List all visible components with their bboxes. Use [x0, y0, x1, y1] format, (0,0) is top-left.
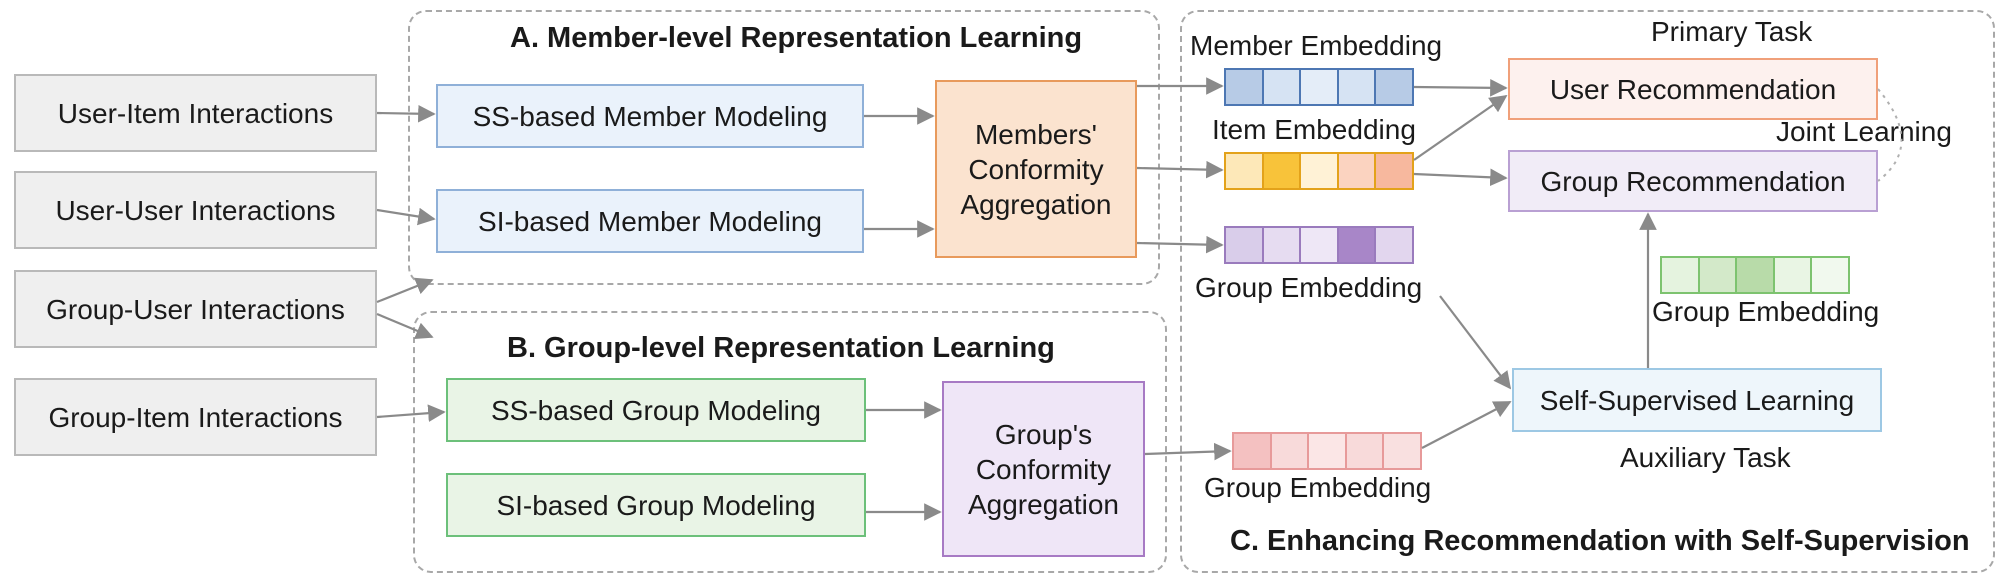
embedding-cell [1271, 434, 1310, 468]
embedding-cell [1226, 70, 1264, 104]
arrow-member-embedding-to-user-rec [1413, 79, 1508, 97]
embedding-cell [1699, 258, 1738, 292]
user-user-interactions-box: User-User Interactions [14, 171, 377, 249]
embedding-cell [1226, 228, 1264, 262]
section-a-title: A. Member-level Representation Learning [510, 22, 1083, 54]
arrow-group-user-to-section-b [376, 312, 434, 340]
embedding-cell [1263, 154, 1302, 188]
embedding-cell [1812, 258, 1848, 292]
arrow-group-user-to-section-a [376, 277, 434, 304]
arrow-aggregation-to-item-embedding [1136, 160, 1224, 179]
embedding-cell [1226, 154, 1264, 188]
group-embedding-ssl-vector [1660, 256, 1850, 294]
embedding-cell [1338, 154, 1377, 188]
group-conformity-aggregation-box: Group's Conformity Aggregation [942, 381, 1145, 557]
embedding-cell [1301, 70, 1339, 104]
auxiliary-task-label: Auxiliary Task [1620, 442, 1791, 473]
embedding-cell [1376, 154, 1412, 188]
ss-group-modeling-box: SS-based Group Modeling [446, 378, 866, 442]
embedding-cell [1301, 154, 1339, 188]
group-embedding-top-label: Group Embedding [1195, 272, 1423, 303]
embedding-cell [1309, 434, 1347, 468]
ss-member-modeling-box: SS-based Member Modeling [436, 84, 864, 148]
embedding-cell [1774, 258, 1813, 292]
group-recommendation-box: Group Recommendation [1508, 150, 1878, 212]
arrow-item-embedding-to-group-rec [1413, 168, 1508, 187]
group-embedding-ssl-label: Group Embedding [1652, 296, 1880, 327]
member-embedding-label: Member Embedding [1190, 30, 1443, 61]
group-item-interactions-box: Group-Item Interactions [14, 378, 377, 456]
group-embedding-bottom-vector [1232, 432, 1422, 470]
si-group-modeling-box: SI-based Group Modeling [446, 473, 866, 537]
embedding-cell [1384, 434, 1420, 468]
arrow-user-item-to-ss-member [376, 104, 436, 123]
embedding-cell [1346, 434, 1385, 468]
embedding-cell [1263, 70, 1302, 104]
section-b-title: B. Group-level Representation Learning [507, 332, 1055, 364]
user-item-interactions-box: User-Item Interactions [14, 74, 377, 152]
members-conformity-aggregation-box: Members' Conformity Aggregation [935, 80, 1137, 258]
embedding-cell [1737, 258, 1775, 292]
arrow-aggregation-to-group-embedding-top [1136, 235, 1224, 254]
group-embedding-top-vector [1224, 226, 1414, 264]
si-member-modeling-box: SI-based Member Modeling [436, 189, 864, 253]
arrow-item-embedding-to-user-rec [1413, 94, 1508, 161]
group-embedding-bottom-label: Group Embedding [1204, 472, 1432, 503]
section-c-title: C. Enhancing Recommendation with Self-Su… [1230, 525, 1970, 557]
arrow-group-embedding-top-to-ssl [1439, 295, 1512, 390]
arrow-group-item-to-ss-group [376, 404, 446, 422]
joint-learning-connector [1877, 88, 1903, 182]
embedding-cell [1234, 434, 1272, 468]
embedding-cell [1263, 228, 1302, 262]
embedding-cell [1662, 258, 1700, 292]
item-embedding-vector [1224, 152, 1414, 190]
primary-task-label: Primary Task [1651, 16, 1813, 47]
user-recommendation-box: User Recommendation [1508, 58, 1878, 120]
arrow-user-user-to-si-member [376, 207, 436, 226]
member-embedding-vector [1224, 68, 1414, 106]
section-b-region [413, 311, 1167, 573]
embedding-cell [1338, 228, 1377, 262]
arrow-group-embedding-bottom-to-ssl [1421, 401, 1512, 449]
section-a-region [408, 10, 1160, 285]
group-user-interactions-box: Group-User Interactions [14, 270, 377, 348]
arrow-group-conformity-to-group-embedding [1144, 442, 1232, 461]
embedding-cell [1376, 228, 1412, 262]
embedding-cell [1301, 228, 1339, 262]
joint-learning-label: Joint Learning [1776, 116, 1952, 147]
embedding-cell [1338, 70, 1377, 104]
embedding-cell [1376, 70, 1412, 104]
section-c-region [1180, 10, 1995, 573]
item-embedding-label: Item Embedding [1212, 114, 1416, 145]
self-supervised-learning-box: Self-Supervised Learning [1512, 368, 1882, 432]
